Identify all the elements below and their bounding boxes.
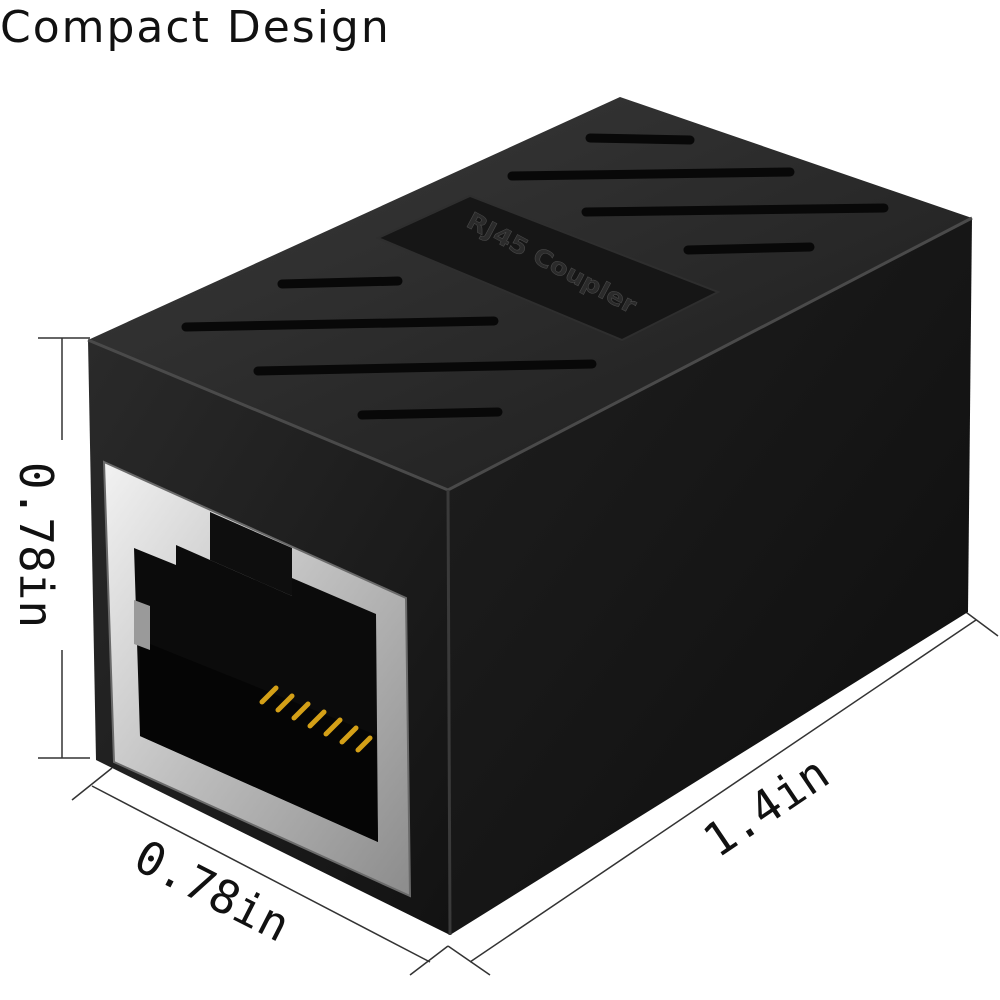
rj45-port [102, 460, 412, 898]
grip-grooves [181, 133, 889, 420]
height-label: 0.78in [9, 462, 63, 628]
page-title: Compact Design [0, 2, 391, 53]
height-dimension: 0.78in [9, 337, 90, 759]
contact-pins [259, 685, 373, 753]
coupler-side-face [448, 218, 972, 935]
width-label: 0.78in [126, 829, 299, 953]
